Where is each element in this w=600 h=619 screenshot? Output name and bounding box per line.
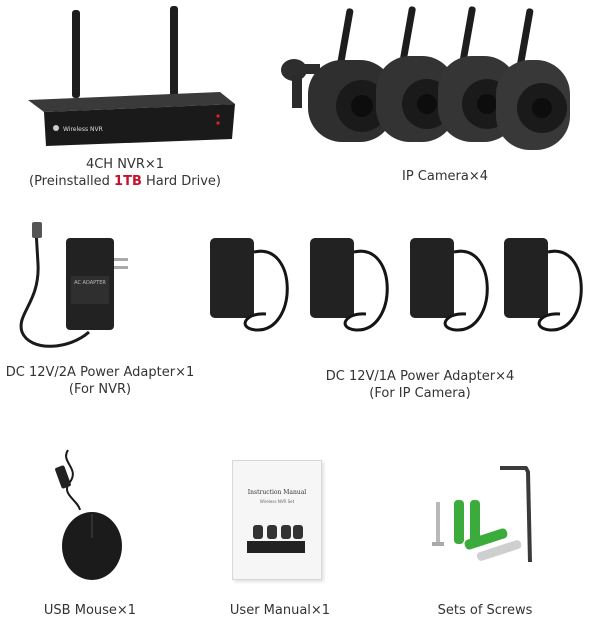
mouse-image — [55, 449, 122, 580]
nvr-device-text: Wireless NVR — [63, 126, 103, 133]
nvr-label-line1: 4CH NVR×1 — [85, 157, 165, 172]
nvr-adapter-image: AC ADAPTER — [19, 222, 128, 348]
nvr-label-line2: (Preinstalled 1TB Hard Drive) — [29, 174, 221, 189]
camera-adapter-caption: DC 12V/1A Power Adapter×4 (For IP Camera… — [310, 368, 530, 402]
camera-adapter-image — [210, 238, 583, 332]
camera-adapter-label-line1: DC 12V/1A Power Adapter×4 — [325, 369, 515, 384]
mouse-caption: USB Mouse×1 — [43, 603, 137, 618]
camera-image — [281, 6, 570, 150]
nvr-image: Wireless NVR — [28, 6, 235, 146]
camera-caption: IP Camera×4 — [402, 169, 488, 184]
manual-caption: User Manual×1 — [229, 603, 331, 618]
screws-image — [432, 466, 532, 563]
nvr-adapter-caption: DC 12V/2A Power Adapter×1 (For NVR) — [0, 364, 200, 398]
nvr-adapter-device-text: AC ADAPTER — [74, 280, 106, 286]
manual-cover-subtitle: Wireless NVR Set — [259, 499, 295, 504]
nvr-caption: 4CH NVR×1 (Preinstalled 1TB Hard Drive) — [15, 156, 235, 190]
nvr-capacity-highlight: 1TB — [114, 174, 142, 189]
nvr-adapter-label-line2: (For NVR) — [68, 382, 132, 397]
camera-adapter-label-line2: (For IP Camera) — [369, 386, 471, 401]
screws-caption: Sets of Screws — [437, 603, 533, 618]
manual-product-illustration — [247, 525, 305, 553]
manual-image: Instruction Manual Wireless NVR Set — [232, 460, 322, 580]
manual-cover-title: Instruction Manual — [247, 489, 307, 496]
nvr-adapter-label-line1: DC 12V/2A Power Adapter×1 — [5, 365, 195, 380]
